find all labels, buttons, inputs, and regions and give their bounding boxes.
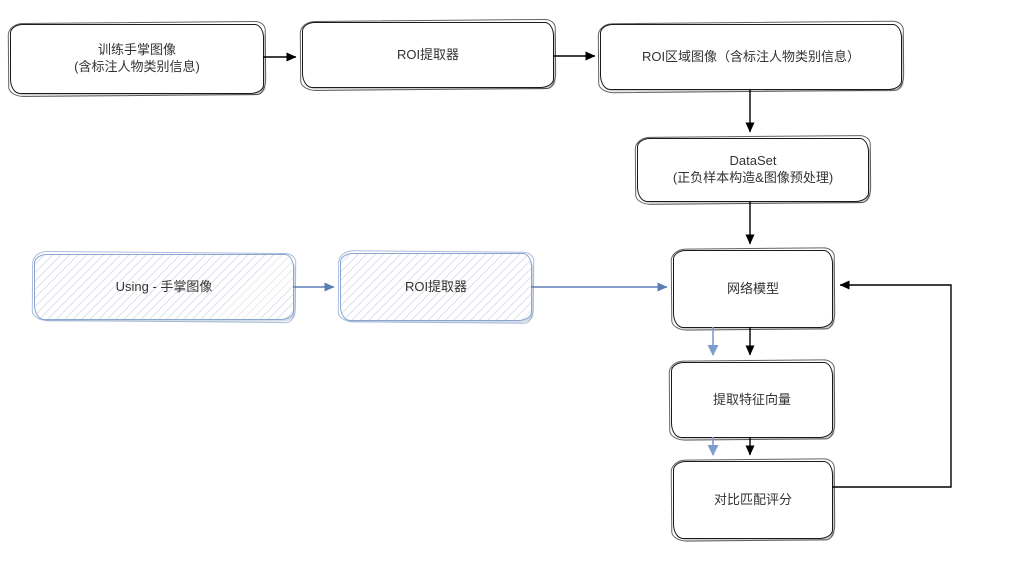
node-label: DataSet bbox=[729, 153, 777, 169]
node-label: Using - 手掌图像 bbox=[115, 278, 213, 294]
node-dataset: DataSet (正负样本构造&图像预处理) bbox=[637, 138, 869, 202]
node-sublabel: (含标注人物类别信息) bbox=[74, 59, 200, 74]
node-label: 训练手掌图像 bbox=[97, 42, 176, 58]
node-label: ROI提取器 bbox=[404, 278, 468, 294]
connector-matchscore-feedback-to-networkmodel bbox=[832, 280, 952, 488]
node-sublabel: (正负样本构造&图像预处理) bbox=[672, 170, 834, 185]
node-training-palm-images: 训练手掌图像 (含标注人物类别信息) bbox=[10, 24, 264, 94]
node-label: ROI区域图像（含标注人物类别信息） bbox=[641, 48, 861, 64]
node-label: ROI提取器 bbox=[396, 46, 460, 62]
node-network-model: 网络模型 bbox=[673, 250, 833, 328]
node-label: 提取特征向量 bbox=[712, 391, 791, 407]
node-match-score: 对比匹配评分 bbox=[673, 461, 833, 539]
node-label: 网络模型 bbox=[726, 280, 779, 296]
node-label: 对比匹配评分 bbox=[713, 491, 792, 507]
node-using-palm-image: Using - 手掌图像 bbox=[34, 254, 294, 320]
node-roi-extractor-using: ROI提取器 bbox=[340, 253, 532, 321]
node-roi-region-images: ROI区域图像（含标注人物类别信息） bbox=[600, 24, 902, 90]
node-extract-feature-vector: 提取特征向量 bbox=[671, 362, 833, 438]
node-roi-extractor-train: ROI提取器 bbox=[302, 22, 554, 88]
